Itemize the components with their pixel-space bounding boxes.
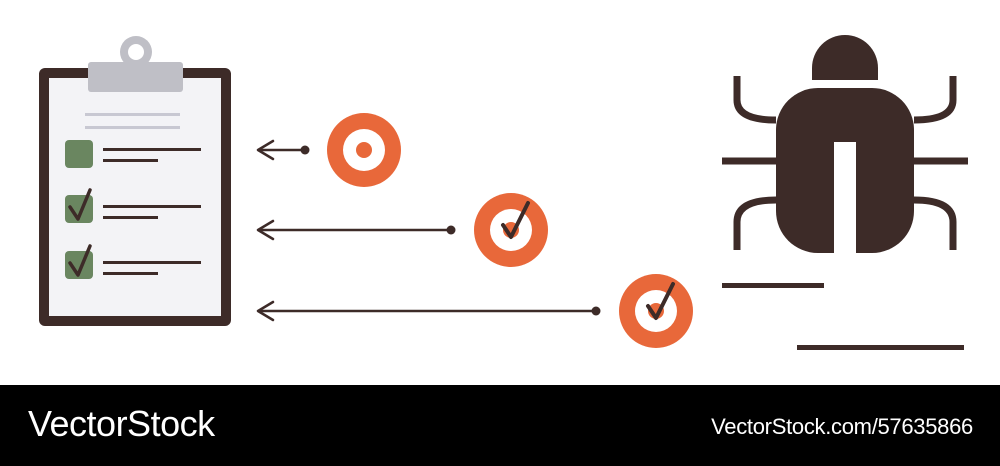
checkmark-icon xyxy=(68,188,92,221)
arrow-left-icon xyxy=(256,139,310,161)
checklist-item xyxy=(65,244,201,279)
bug-icon xyxy=(722,35,968,350)
checkbox-empty-icon xyxy=(65,140,93,168)
checkmark-icon xyxy=(501,201,530,239)
decor-line xyxy=(797,345,964,350)
bug-legs xyxy=(722,76,968,250)
item-line xyxy=(103,272,158,275)
watermark-footer xyxy=(0,385,1000,466)
watermark-brand: VectorStock xyxy=(28,403,215,445)
clipboard-clip-icon xyxy=(88,36,183,92)
watermark-url: VectorStock.com/57635866 xyxy=(711,414,973,440)
item-line xyxy=(103,261,201,264)
item-line xyxy=(103,205,201,208)
checkmark-icon xyxy=(68,244,92,277)
decor-line xyxy=(722,283,824,288)
paper-line xyxy=(85,113,180,116)
checkmark-icon xyxy=(646,282,675,320)
bug-head xyxy=(812,35,878,80)
clipboard-checklist-icon xyxy=(39,36,231,326)
illustration xyxy=(39,35,968,350)
item-line xyxy=(103,148,201,151)
item-line xyxy=(103,159,158,162)
bug-wing-split xyxy=(834,142,856,253)
arrow-left-icon xyxy=(256,219,456,241)
paper-line xyxy=(85,126,180,129)
target-check-icon xyxy=(474,193,548,267)
target-icon xyxy=(327,113,401,187)
checklist-item xyxy=(65,140,201,168)
url-text: VectorStock.com/57635866 xyxy=(711,414,973,439)
arrow-left-icon xyxy=(256,300,601,322)
checklist-item xyxy=(65,188,201,223)
brand-text: VectorStock xyxy=(28,403,215,444)
target-check-icon xyxy=(619,274,693,348)
item-line xyxy=(103,216,158,219)
